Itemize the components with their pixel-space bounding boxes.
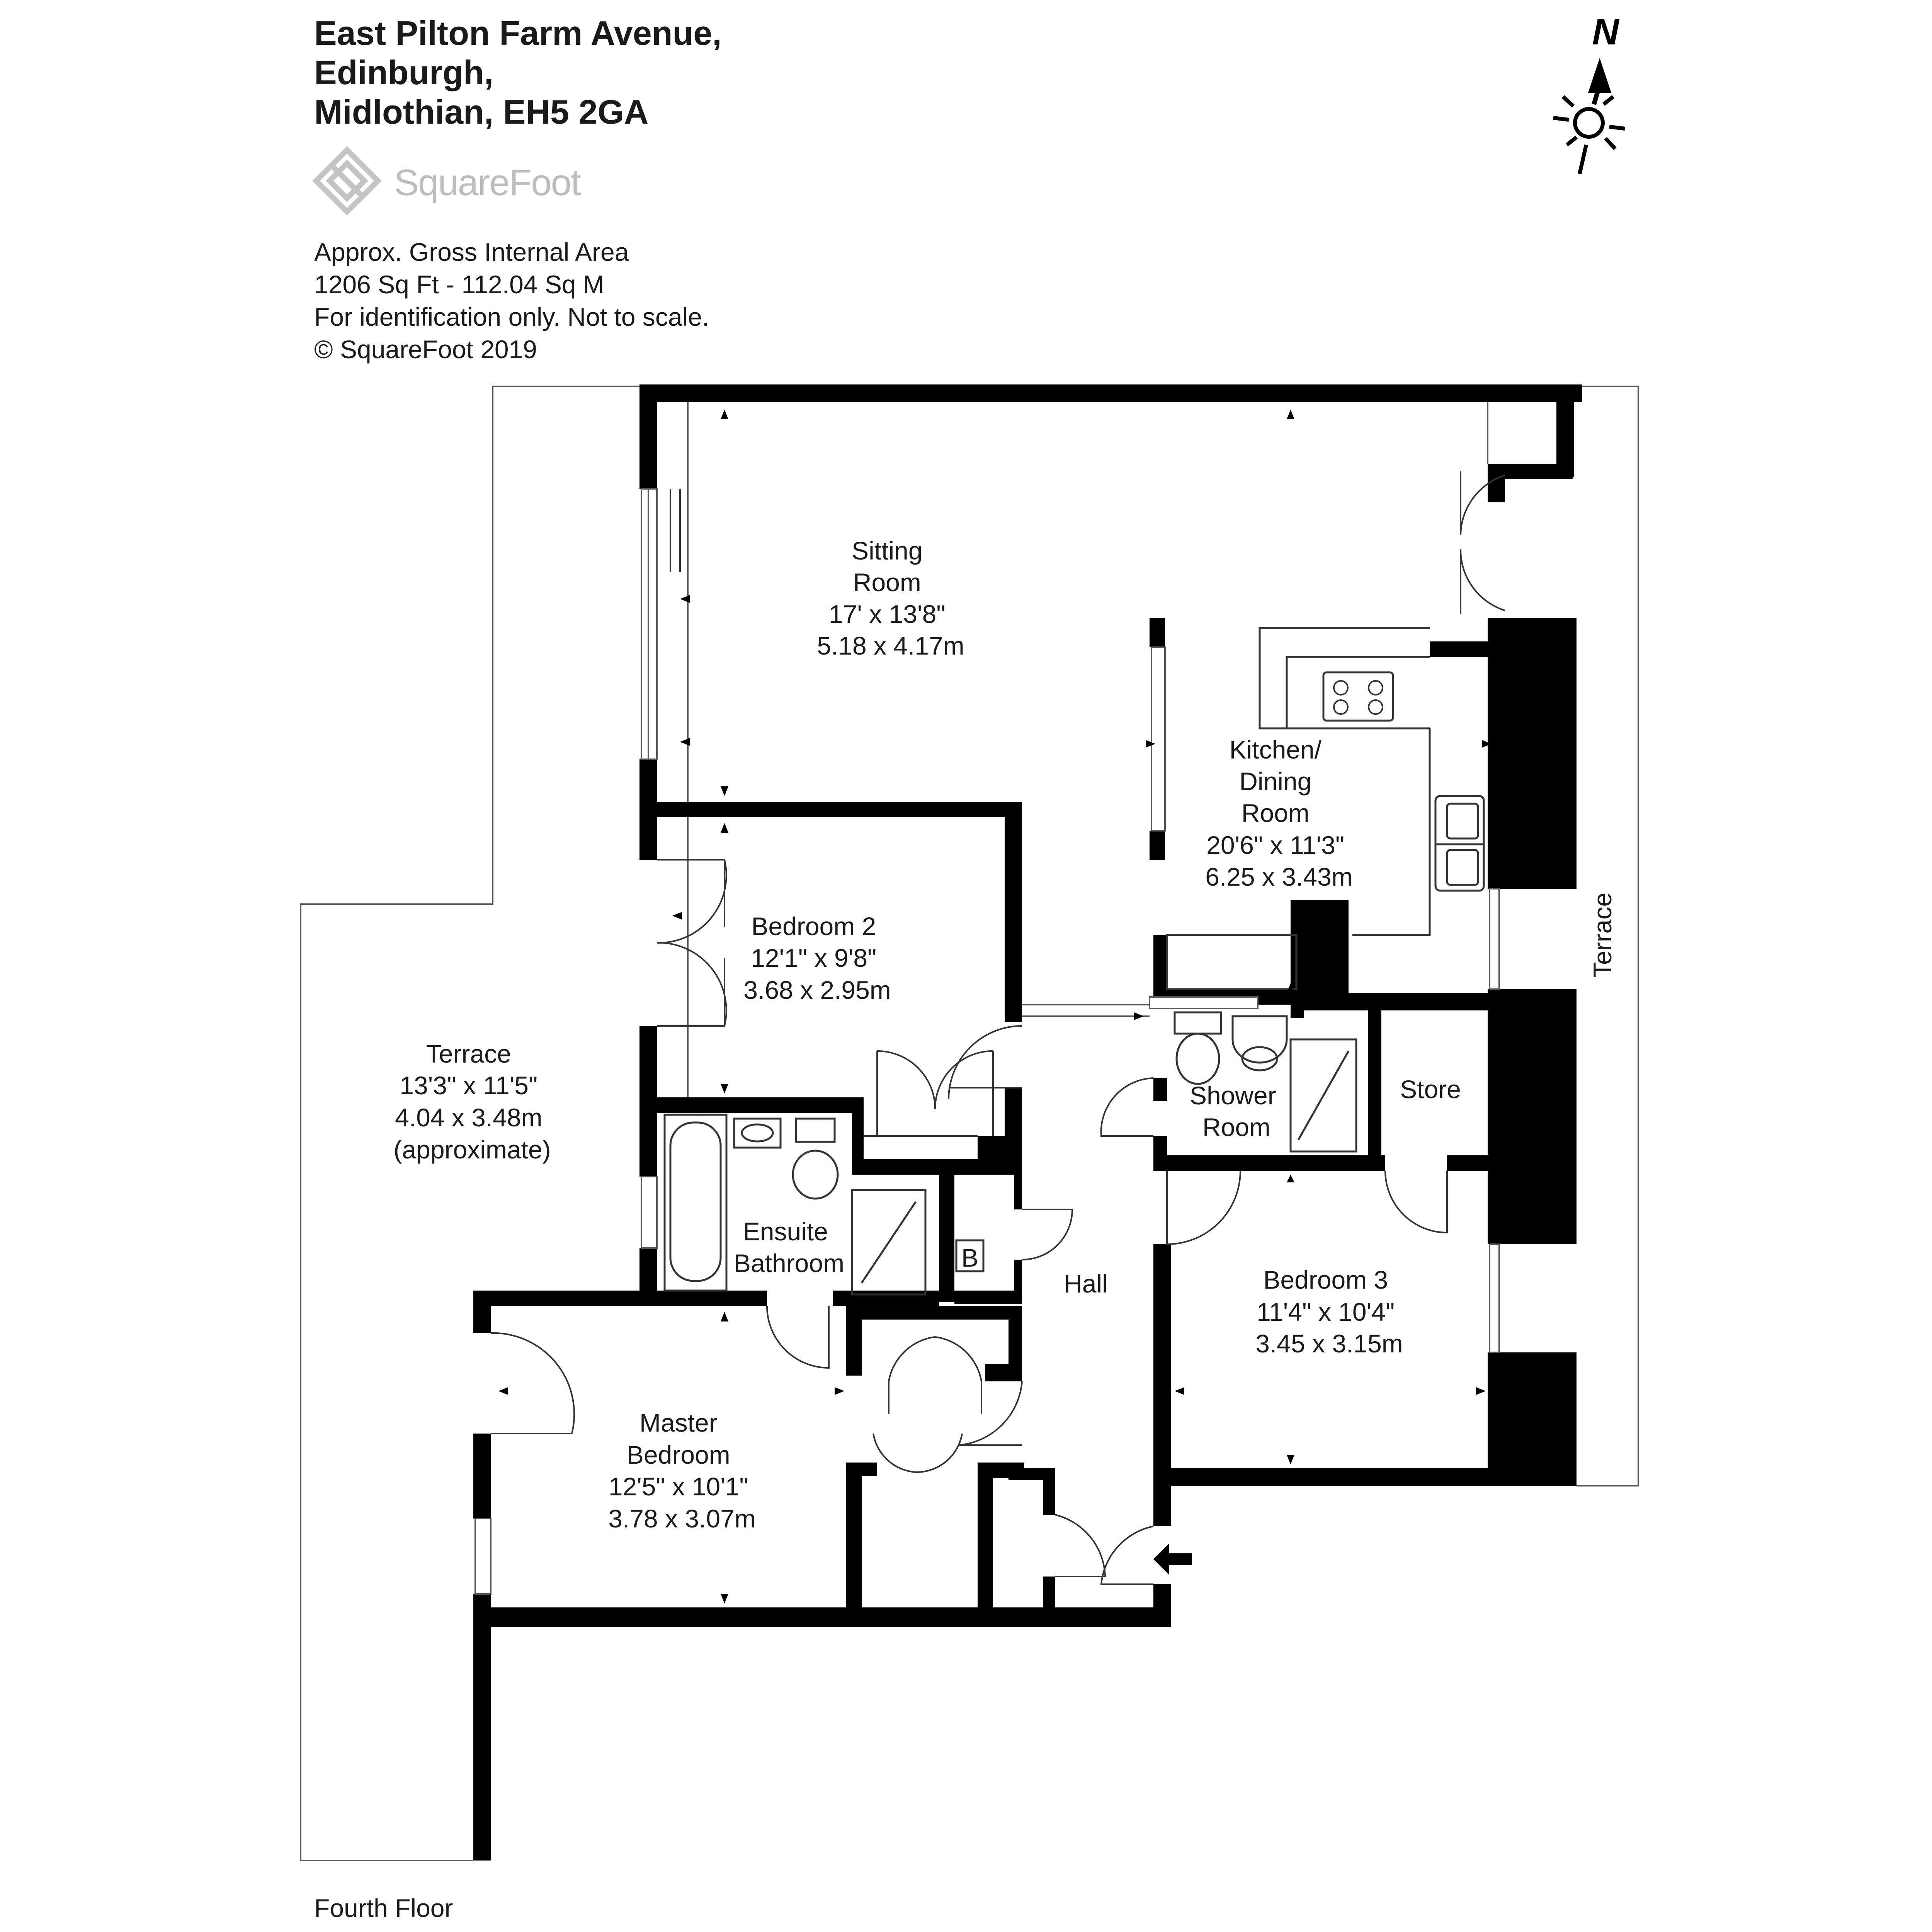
terrace-left-outline [300, 386, 649, 1861]
boiler-box [955, 1239, 985, 1272]
copyright: © SquareFoot 2019 [314, 335, 537, 364]
shower-room-label: Shower Room [1190, 1081, 1283, 1141]
basin-icon-ensuite [733, 1117, 782, 1149]
windows [474, 402, 1500, 1595]
basin-icon [1231, 1015, 1288, 1064]
ensuite-fixtures [663, 1114, 985, 1296]
terrace-right-label: Terrace [1588, 893, 1617, 978]
dimension-ticks [498, 410, 1492, 1604]
address-line-2: Edinburgh, [314, 53, 494, 92]
shower-room-fixtures [1173, 1011, 1357, 1153]
area-info: Approx. Gross Internal Area 1206 Sq Ft -… [314, 236, 709, 366]
compass-icon: N [1553, 11, 1625, 175]
bedroom-3-label: Bedroom 3 11'4" x 10'4" 3.45 x 3.15m [1255, 1265, 1403, 1358]
master-bedroom-label: Master Bedroom 12'5" x 10'1" 3.78 x 3.07… [608, 1408, 756, 1533]
floor-label: Fourth Floor [314, 1894, 453, 1922]
doors [490, 471, 1505, 1585]
hall-label: Hall [1064, 1269, 1108, 1298]
boiler-label: B [961, 1243, 978, 1272]
kitchen-dining-label: Kitchen/ Dining Room 20'6" x 11'3" 6.25 … [1205, 735, 1353, 891]
toilet-icon-ensuite [792, 1150, 839, 1200]
terrace-left-label: Terrace 13'3" x 11'5" 4.04 x 3.48m (appr… [393, 1039, 551, 1164]
terrace-right-outline [1577, 386, 1639, 1486]
hob-icon [1322, 671, 1394, 722]
address-block: East Pilton Farm Avenue, Edinburgh, Midl… [314, 14, 722, 132]
walls [473, 384, 1582, 1861]
bedroom-2-label: Bedroom 2 12'1" x 9'8" 3.68 x 2.95m [743, 912, 891, 1004]
shower-tray-icon [1289, 1038, 1357, 1153]
area-info-line-1: Approx. Gross Internal Area [314, 238, 629, 266]
bath-icon [663, 1114, 728, 1292]
store-label: Store [1400, 1075, 1461, 1104]
area-info-line-2: 1206 Sq Ft - 112.04 Sq M [314, 270, 604, 299]
address-line-3: Midlothian, EH5 2GA [314, 93, 649, 131]
address-line-1: East Pilton Farm Avenue, [314, 14, 722, 52]
kitchen-fixtures [1166, 627, 1485, 990]
compass-north-label: N [1592, 11, 1619, 53]
room-labels: Sitting Room 17' x 13'8" 5.18 x 4.17m Ki… [393, 536, 1617, 1533]
entrance-arrow-icon [1153, 1544, 1192, 1575]
sitting-room-label: Sitting Room 17' x 13'8" 5.18 x 4.17m [817, 536, 964, 660]
shower-tray-icon-ensuite [851, 1189, 927, 1296]
area-info-line-3: For identification only. Not to scale. [314, 303, 709, 331]
squarefoot-logo-icon [312, 146, 382, 216]
toilet-icon [1175, 1032, 1220, 1085]
logo-text: SquareFoot [394, 162, 581, 203]
ensuite-bathroom-label: Ensuite Bathroom [734, 1217, 844, 1277]
